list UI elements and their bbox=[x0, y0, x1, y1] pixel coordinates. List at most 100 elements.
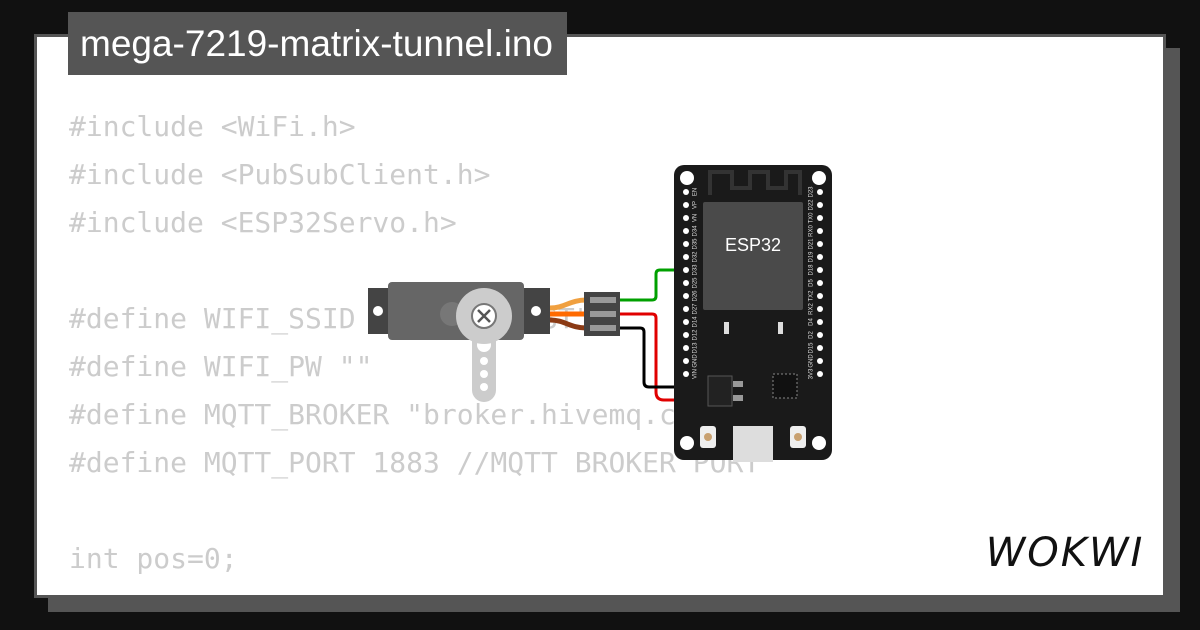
header-pin-gnd[interactable] bbox=[817, 358, 823, 364]
code-line: #include <PubSubClient.h> bbox=[69, 158, 491, 191]
voltage-regulator bbox=[707, 375, 733, 407]
mount-hole bbox=[680, 171, 694, 185]
servo-horn-hole bbox=[480, 370, 488, 378]
pin-label: D14 bbox=[693, 316, 699, 328]
servo-lead-signal bbox=[549, 297, 587, 311]
button-cap bbox=[794, 433, 802, 441]
header-pin-en[interactable] bbox=[683, 189, 689, 195]
module-pad bbox=[724, 322, 729, 334]
regulator-pin bbox=[733, 381, 743, 387]
pin-label: TX2 bbox=[809, 290, 815, 302]
header-pin-d5[interactable] bbox=[817, 280, 823, 286]
header-pin-d35[interactable] bbox=[683, 241, 689, 247]
pin-label: D2 bbox=[809, 331, 815, 339]
connector-pin bbox=[590, 311, 616, 317]
connection-wires bbox=[620, 268, 686, 402]
header-pin-3v3[interactable] bbox=[817, 371, 823, 377]
header-pin-d33[interactable] bbox=[683, 267, 689, 273]
header-pin-d34[interactable] bbox=[683, 228, 689, 234]
header-pin-d22[interactable] bbox=[817, 202, 823, 208]
servo-horn-hole bbox=[480, 383, 488, 391]
header-pin-vp[interactable] bbox=[683, 202, 689, 208]
code-preview: #include <WiFi.h> #include <PubSubClient.… bbox=[69, 103, 760, 595]
header-pin-d26[interactable] bbox=[683, 293, 689, 299]
header-pin-tx2[interactable] bbox=[817, 293, 823, 299]
wokwi-logo: WOKWI bbox=[986, 530, 1145, 576]
pin-label: D4 bbox=[809, 318, 815, 326]
pin-label: TX0 bbox=[809, 212, 815, 224]
header-pin-vn[interactable] bbox=[683, 215, 689, 221]
header-pin-tx0[interactable] bbox=[817, 215, 823, 221]
pin-label: EN bbox=[693, 188, 699, 196]
header-pin-rx0[interactable] bbox=[817, 228, 823, 234]
pin-label: D33 bbox=[693, 264, 699, 276]
pin-label: RX0 bbox=[809, 225, 815, 237]
wire-power[interactable] bbox=[620, 312, 686, 402]
header-pin-d27[interactable] bbox=[683, 306, 689, 312]
wire-signal[interactable] bbox=[620, 268, 686, 302]
pin-label: D25 bbox=[693, 277, 699, 289]
pin-label: GND bbox=[693, 354, 699, 368]
servo-mount-hole bbox=[373, 306, 383, 316]
pin-label: D12 bbox=[693, 329, 699, 341]
esp32-board[interactable]: ESP32 ENVPVND34D35D32D33D25D26D27D14D12D… bbox=[674, 165, 832, 462]
header-pin-gnd[interactable] bbox=[683, 358, 689, 364]
servo-lead-ground bbox=[549, 317, 587, 331]
regulator-pin bbox=[733, 395, 743, 401]
code-line: int pos=0; bbox=[69, 542, 238, 575]
code-line: String payload; bbox=[69, 583, 760, 595]
right-header-pins: D23D22TX0RX0D21D19D18D5TX2RX2D4D2D15GND3… bbox=[809, 186, 823, 379]
servo-connector[interactable] bbox=[584, 292, 620, 336]
button-cap bbox=[704, 433, 712, 441]
pin-label: D13 bbox=[693, 342, 699, 354]
chip-label: ESP32 bbox=[725, 235, 781, 255]
left-header-pins: ENVPVND34D35D32D33D25D26D27D14D12D13GNDV… bbox=[683, 188, 699, 379]
header-pin-d19[interactable] bbox=[817, 254, 823, 260]
wire-ground[interactable] bbox=[620, 326, 686, 389]
header-pin-d4[interactable] bbox=[817, 319, 823, 325]
header-pin-vin[interactable] bbox=[683, 371, 689, 377]
pin-label: VIN bbox=[693, 369, 699, 379]
code-line: #include <WiFi.h> bbox=[69, 110, 356, 143]
servo-screw-cross-icon bbox=[477, 309, 491, 323]
servo-leads bbox=[549, 297, 587, 331]
pin-label: D18 bbox=[809, 264, 815, 276]
mount-hole bbox=[812, 171, 826, 185]
servo-motor[interactable] bbox=[368, 282, 550, 402]
module-pad bbox=[778, 322, 783, 334]
servo-horn-hole bbox=[480, 357, 488, 365]
usb-uart-chip bbox=[772, 373, 798, 399]
header-pin-d12[interactable] bbox=[683, 332, 689, 338]
pin-label: D34 bbox=[693, 225, 699, 237]
pin-label: D15 bbox=[809, 342, 815, 354]
usb-port[interactable] bbox=[733, 426, 773, 462]
pin-label: RX2 bbox=[809, 303, 815, 315]
pin-label: VN bbox=[693, 214, 699, 222]
header-pin-d23[interactable] bbox=[817, 189, 823, 195]
pin-label: GND bbox=[809, 354, 815, 368]
logo-text: WOKWI bbox=[986, 530, 1145, 576]
header-pin-d2[interactable] bbox=[817, 332, 823, 338]
pin-label: D26 bbox=[693, 290, 699, 302]
header-pin-d13[interactable] bbox=[683, 345, 689, 351]
antenna-trace bbox=[708, 170, 802, 195]
pin-label: VP bbox=[693, 201, 699, 209]
pin-label: D32 bbox=[693, 251, 699, 263]
header-pin-d14[interactable] bbox=[683, 319, 689, 325]
pin-label: 3V3 bbox=[809, 368, 815, 379]
connector-pin bbox=[590, 297, 616, 303]
header-pin-rx2[interactable] bbox=[817, 306, 823, 312]
esp32-module bbox=[703, 202, 803, 310]
mount-hole bbox=[680, 436, 694, 450]
header-pin-d21[interactable] bbox=[817, 241, 823, 247]
pin-label: D19 bbox=[809, 251, 815, 263]
header-pin-d25[interactable] bbox=[683, 280, 689, 286]
header-pin-d32[interactable] bbox=[683, 254, 689, 260]
header-pin-d18[interactable] bbox=[817, 267, 823, 273]
connector-pin bbox=[590, 325, 616, 331]
header-pin-d15[interactable] bbox=[817, 345, 823, 351]
pin-label: D5 bbox=[809, 279, 815, 287]
servo-mount-hole bbox=[531, 306, 541, 316]
code-line: #define MQTT_BROKER "broker.hivemq.com" bbox=[69, 398, 727, 431]
